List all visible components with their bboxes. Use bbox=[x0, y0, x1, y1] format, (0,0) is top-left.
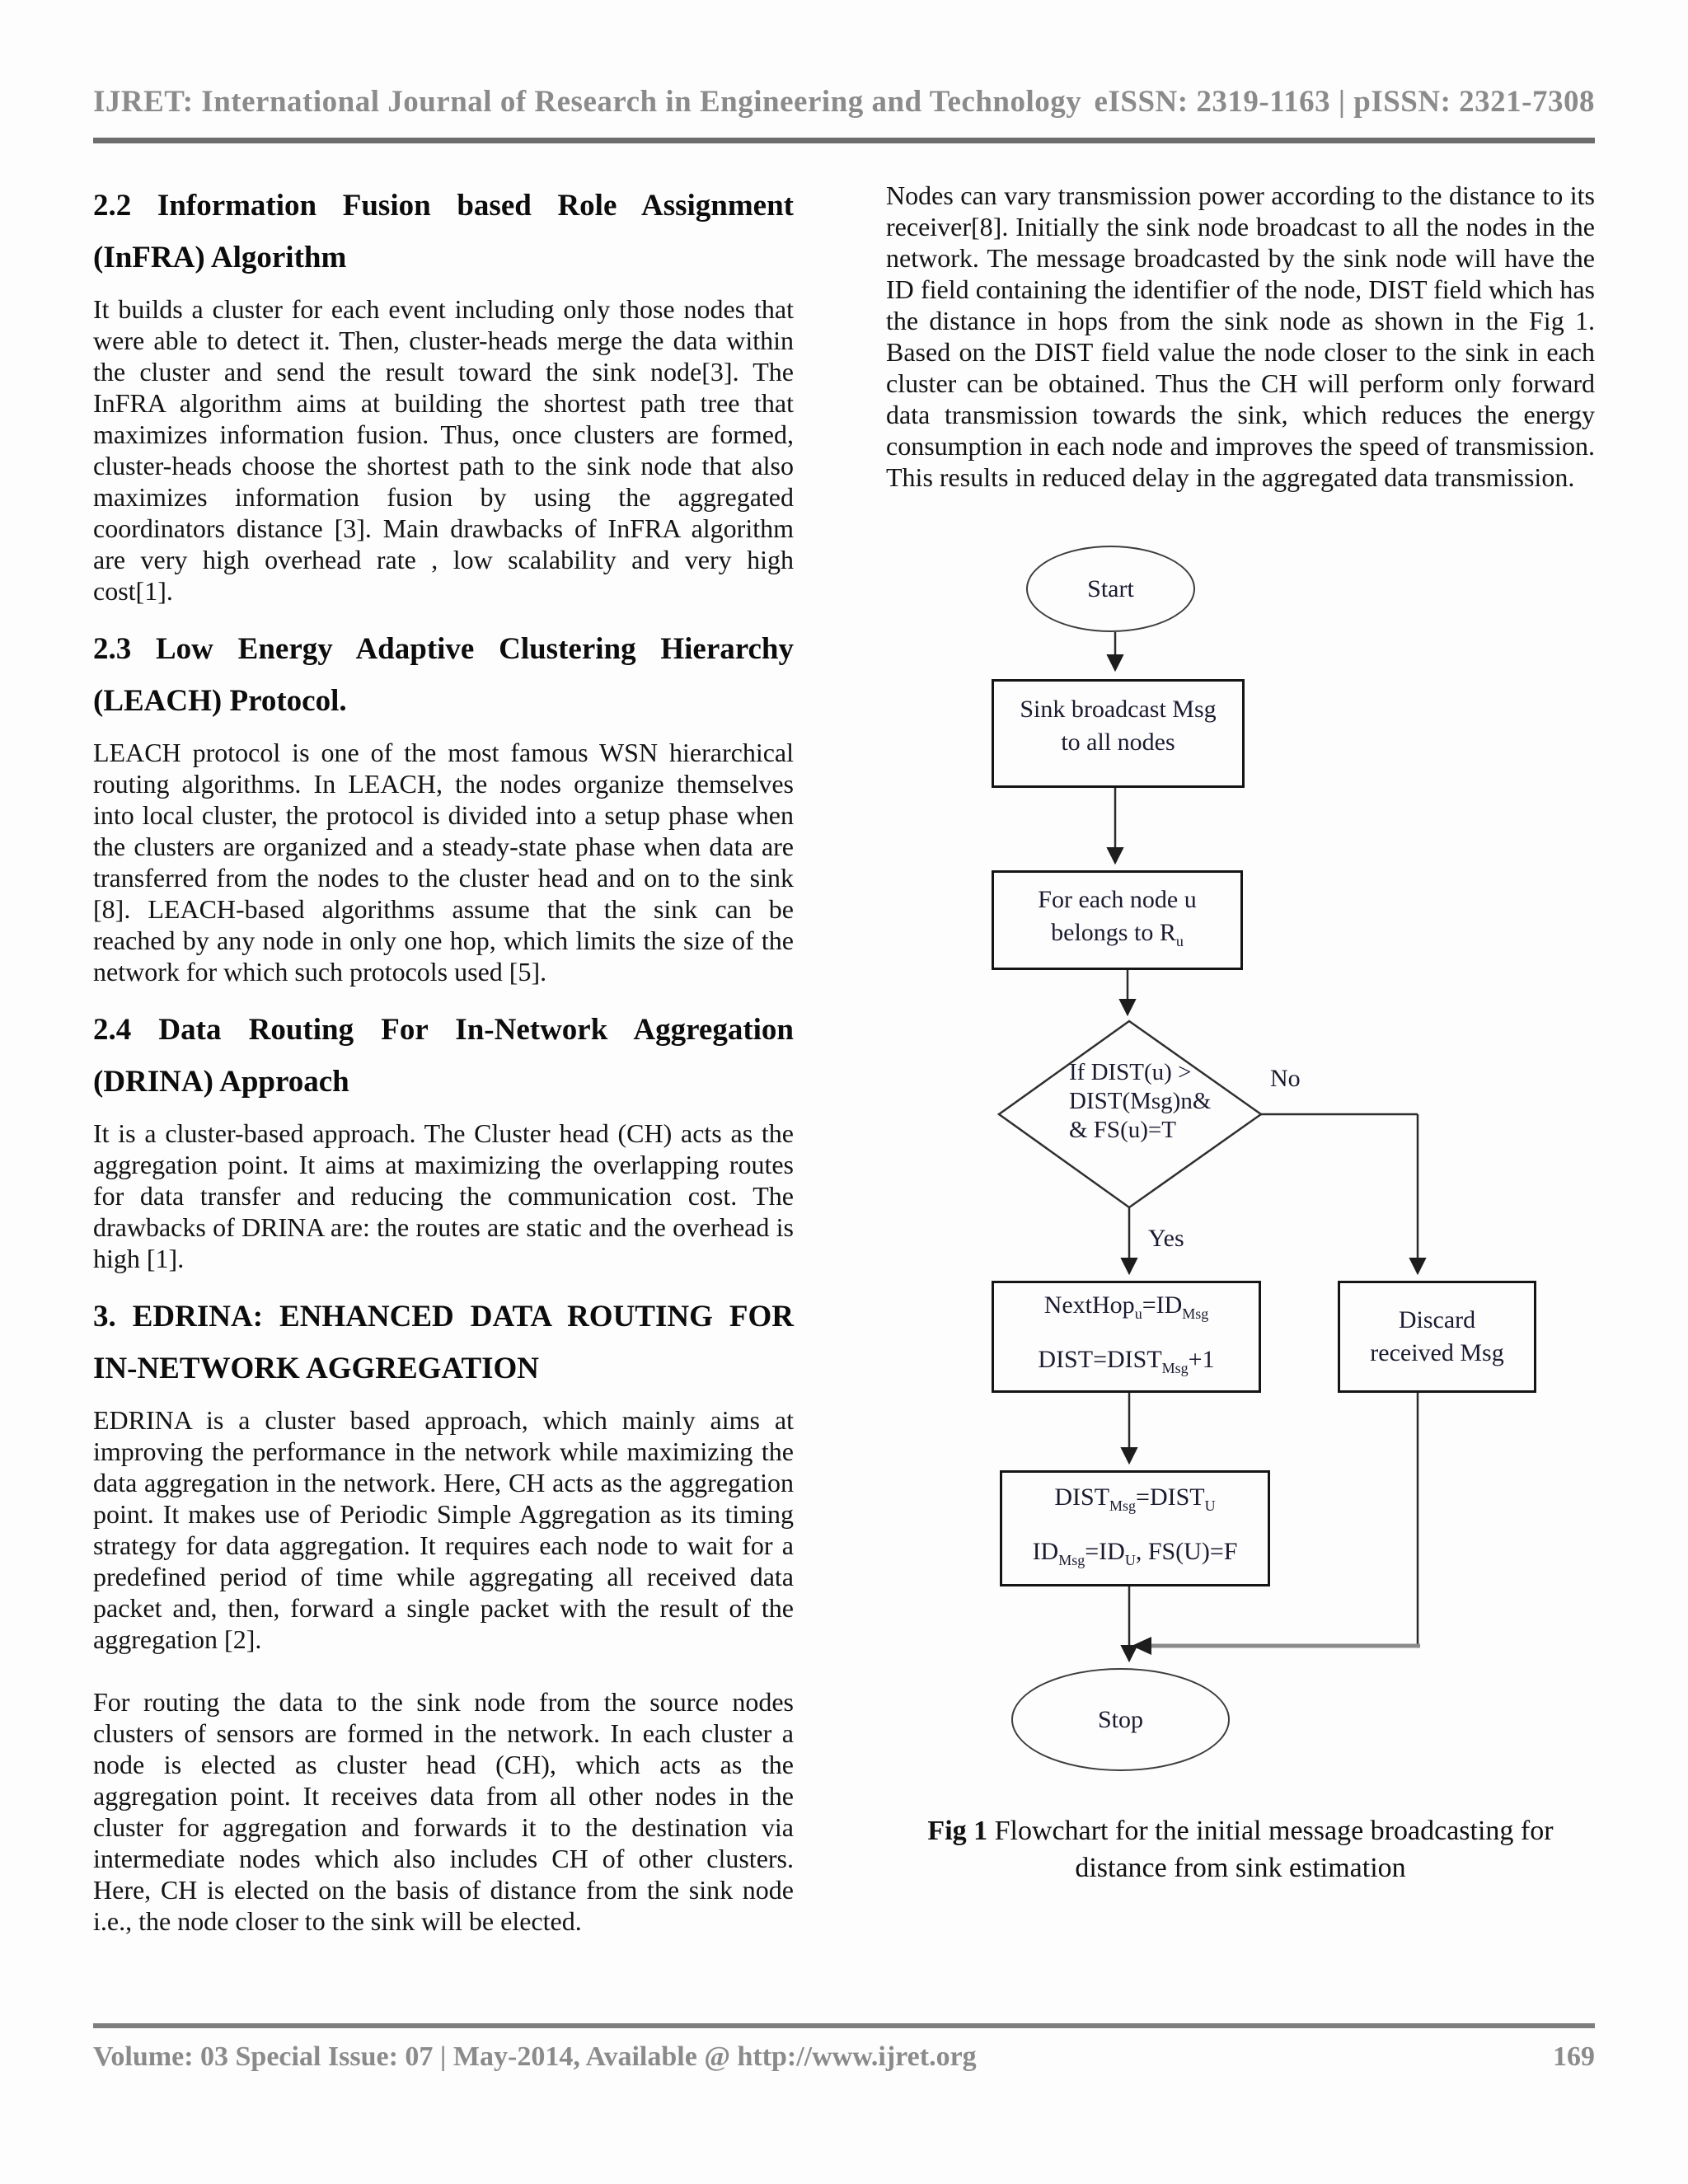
volume-info: Volume: 03 Special Issue: 07 | May-2014,… bbox=[93, 2041, 977, 2072]
section-3-paragraph-1: EDRINA is a cluster based approach, whic… bbox=[93, 1405, 794, 1654]
figure-1-flowchart: Start Sink broadcast Msg to all nodes Fo… bbox=[886, 539, 1595, 1899]
page-body: 2.2 Information Fusion based Role Assign… bbox=[0, 143, 1688, 1937]
flowchart-nexthop-box: NextHopu=IDMsg DIST=DISTMsg+1 bbox=[992, 1281, 1261, 1393]
section-2-2-heading: 2.2 Information Fusion based Role Assign… bbox=[93, 189, 794, 274]
section-3-heading: 3. EDRINA: ENHANCED DATA ROUTING FOR IN-… bbox=[93, 1300, 794, 1385]
flowchart-stop-node: Stop bbox=[1011, 1668, 1230, 1771]
page-footer: Volume: 03 Special Issue: 07 | May-2014,… bbox=[93, 2023, 1595, 2073]
no-branch-label: No bbox=[1270, 1065, 1301, 1092]
figure-caption: Fig 1 Flowchart for the initial message … bbox=[927, 1816, 1554, 1883]
flowchart-update-box: DISTMsg=DISTU IDMsg=IDU, FS(U)=F bbox=[1000, 1470, 1270, 1586]
flowchart-foreach-box: For each node u belongs to Ru bbox=[992, 870, 1243, 970]
section-3-paragraph-2: For routing the data to the sink node fr… bbox=[93, 1687, 794, 1936]
section-2-4-paragraph: It is a cluster-based approach. The Clus… bbox=[93, 1118, 794, 1273]
flowchart-connectors bbox=[996, 632, 1427, 1663]
issn-numbers: eISSN: 2319-1163 | pISSN: 2321-7308 bbox=[1094, 85, 1595, 119]
header-divider bbox=[93, 138, 1595, 143]
section-2-3-heading: 2.3 Low Energy Adaptive Clustering Hiera… bbox=[93, 632, 794, 718]
journal-title: IJRET: International Journal of Research… bbox=[93, 85, 1082, 119]
flowchart-decision-text: If DIST(u) > DIST(Msg)n& & FS(u)=T bbox=[1069, 1059, 1212, 1143]
figure-caption-number: Fig 1 bbox=[927, 1816, 988, 1846]
page-number: 169 bbox=[1553, 2041, 1595, 2072]
flowchart-broadcast-box: Sink broadcast Msg to all nodes bbox=[992, 679, 1245, 788]
right-intro-paragraph: Nodes can vary transmission power accord… bbox=[886, 180, 1595, 492]
left-column: 2.2 Information Fusion based Role Assign… bbox=[93, 180, 794, 1937]
section-2-3-paragraph: LEACH protocol is one of the most famous… bbox=[93, 738, 794, 987]
page-header: IJRET: International Journal of Research… bbox=[0, 0, 1688, 120]
flowchart-discard-box: Discard received Msg bbox=[1338, 1281, 1536, 1393]
flowchart-start-node: Start bbox=[1026, 546, 1195, 632]
right-column: Nodes can vary transmission power accord… bbox=[886, 180, 1595, 1937]
section-2-2-paragraph: It builds a cluster for each event inclu… bbox=[93, 294, 794, 606]
yes-branch-label: Yes bbox=[1148, 1225, 1184, 1252]
section-2-4-heading: 2.4 Data Routing For In-Network Aggregat… bbox=[93, 1013, 794, 1099]
footer-divider bbox=[93, 2023, 1595, 2028]
